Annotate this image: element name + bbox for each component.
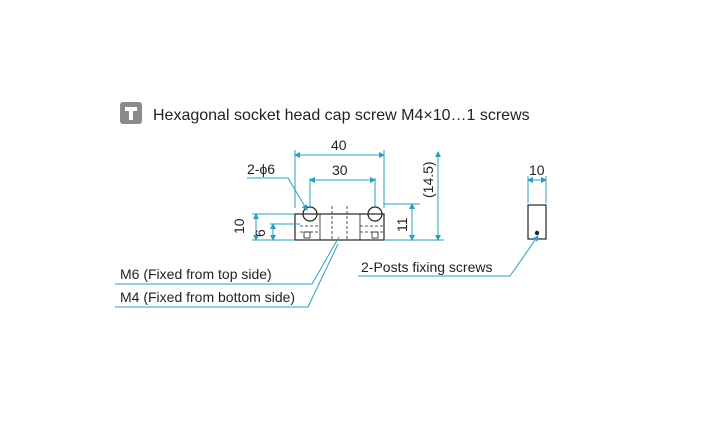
tool-icon xyxy=(120,102,142,124)
note-top-thread: M6 (Fixed from top side) xyxy=(120,266,272,282)
dim-hole-label: 2-ϕ6 xyxy=(247,161,275,177)
bracket-side-view: 10 xyxy=(527,162,547,240)
note-bottom-thread: M4 (Fixed from bottom side) xyxy=(120,289,295,305)
dim-40-label: 40 xyxy=(331,137,347,153)
heading-text: Hexagonal socket head cap screw M4×10…1 … xyxy=(153,107,530,124)
dim-10-label: 10 xyxy=(231,218,247,234)
dim-side-10-label: 10 xyxy=(529,162,545,178)
note-posts: 2-Posts fixing screws xyxy=(361,259,492,275)
dim-hole-leader: 2-ϕ6 xyxy=(247,161,308,211)
thread-notes: M6 (Fixed from top side) M4 (Fixed from … xyxy=(115,236,340,308)
dim-11-label: 11 xyxy=(394,217,410,232)
dim-right-11-145: 11 (14.5) xyxy=(384,151,444,241)
dim-30: 30 xyxy=(309,162,376,207)
dim-left-10-6: 10 6 xyxy=(231,213,300,241)
bracket-front-view xyxy=(294,206,385,241)
dim-145-label: (14.5) xyxy=(420,161,436,198)
posts-note: 2-Posts fixing screws xyxy=(358,235,539,277)
dim-40: 40 xyxy=(294,137,385,208)
dim-6-label: 6 xyxy=(252,229,268,237)
dim-30-label: 30 xyxy=(332,162,348,178)
